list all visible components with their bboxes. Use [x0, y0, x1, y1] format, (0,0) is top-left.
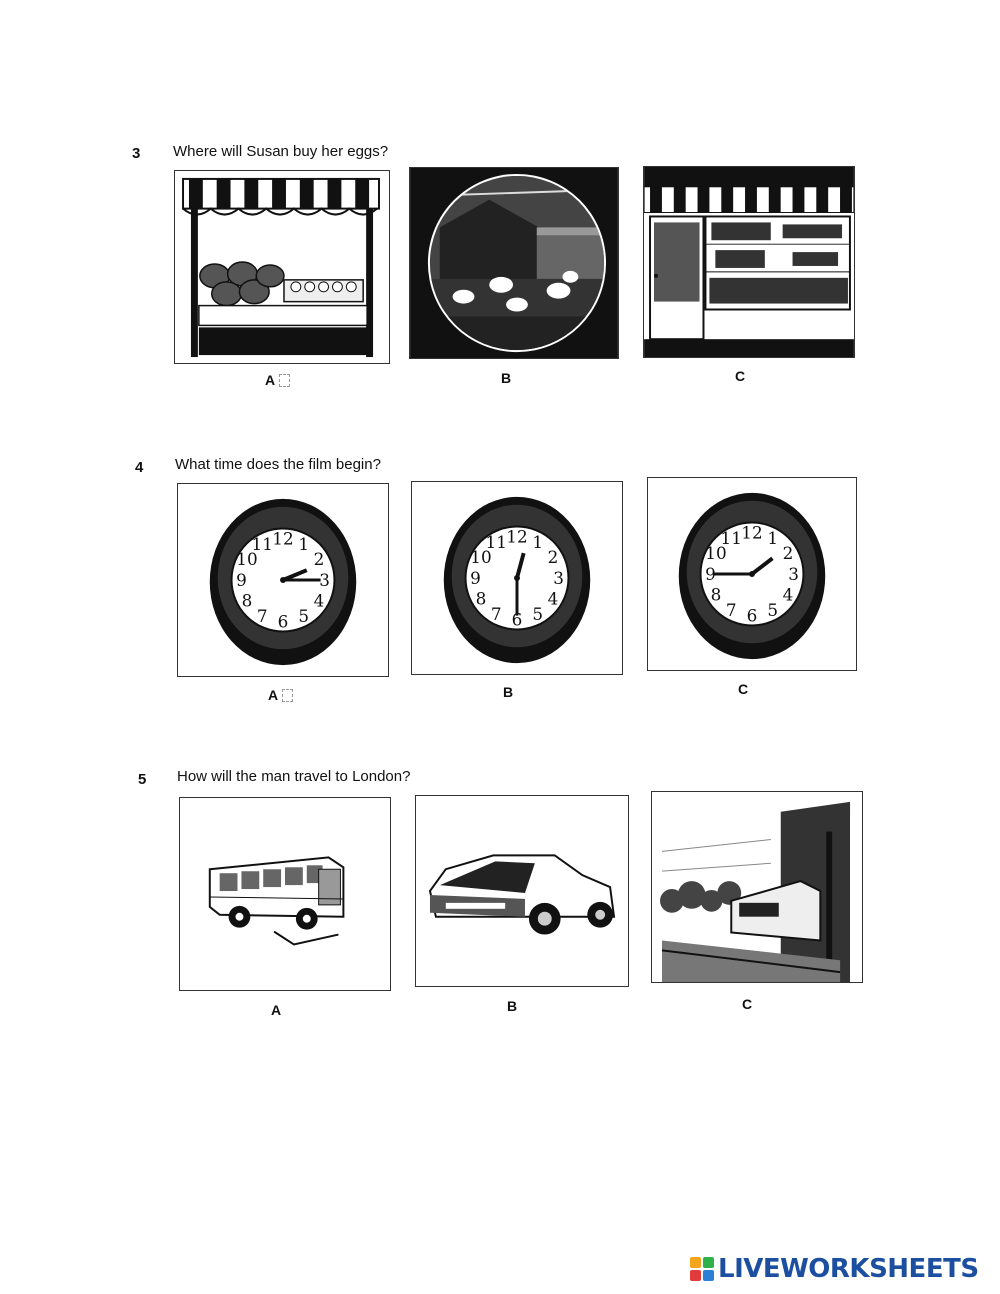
hour-hand	[515, 552, 526, 579]
option-3b-image[interactable]	[409, 167, 619, 359]
clock-numeral: 5	[298, 606, 309, 626]
logo-text: LIVEWORKSHEETS	[718, 1254, 979, 1284]
clock-numeral: 12	[741, 522, 762, 542]
question-5-text: How will the man travel to London?	[177, 768, 411, 785]
clock-numeral: 4	[783, 585, 794, 605]
clock-numeral: 12	[272, 528, 293, 548]
logo-square	[690, 1270, 701, 1281]
option-3c-image[interactable]	[643, 166, 855, 358]
clock-numeral: 12	[506, 526, 527, 546]
clock-numeral: 10	[470, 547, 491, 567]
liveworksheets-logo[interactable]: LIVEWORKSHEETS	[690, 1252, 979, 1286]
clock-numeral: 8	[476, 589, 487, 609]
hour-hand	[750, 556, 774, 576]
shop-front-icon	[644, 167, 854, 357]
clock-numeral: 9	[470, 568, 481, 588]
option-5b-label[interactable]: B	[507, 998, 517, 1014]
clock-numeral: 9	[236, 570, 247, 590]
question-4-number: 4	[135, 459, 144, 476]
clock-numeral: 2	[314, 549, 325, 569]
clock-numeral: 7	[491, 604, 502, 624]
clock-numeral: 3	[319, 570, 330, 590]
clock-numeral: 7	[726, 600, 737, 620]
option-letter: C	[738, 681, 749, 697]
clock-numeral: 6	[278, 612, 289, 632]
answer-checkbox[interactable]	[279, 373, 291, 387]
clock-numeral: 9	[705, 564, 716, 584]
option-letter: B	[507, 998, 518, 1014]
market-stall-icon	[182, 177, 380, 358]
clock-numeral: 11	[721, 528, 742, 548]
farm-chickens-icon	[410, 168, 618, 358]
clock-numeral: 2	[783, 543, 794, 563]
logo-mark-icon	[690, 1257, 714, 1281]
clock-numeral: 11	[486, 532, 507, 552]
question-5-number: 5	[138, 771, 147, 788]
option-5a-label[interactable]: A	[271, 1002, 281, 1018]
clock-numeral: 1	[532, 532, 543, 552]
option-3c-label[interactable]: C	[735, 368, 745, 384]
option-4c-label[interactable]: C	[738, 681, 748, 697]
car-icon	[428, 854, 616, 935]
answer-checkbox[interactable]	[282, 688, 294, 702]
option-4a-label[interactable]: A	[268, 687, 294, 703]
option-5b-image[interactable]	[415, 795, 629, 987]
option-3a-label[interactable]: A	[265, 372, 291, 388]
option-3a-image[interactable]	[174, 170, 390, 364]
option-letter: A	[268, 687, 279, 703]
option-3b-label[interactable]: B	[501, 370, 511, 386]
logo-square	[690, 1257, 701, 1268]
question-3-text: Where will Susan buy her eggs?	[173, 143, 389, 160]
clock-numeral: 11	[252, 534, 273, 554]
clock-numeral: 1	[298, 534, 309, 554]
clock-numeral: 2	[548, 547, 559, 567]
clock-numeral: 10	[705, 543, 726, 563]
clock-numeral: 10	[236, 549, 257, 569]
clock-numeral: 5	[767, 600, 778, 620]
clock-numeral: 7	[257, 606, 268, 626]
option-5a-image[interactable]	[179, 797, 391, 991]
option-letter: A	[265, 372, 276, 388]
option-letter: C	[742, 996, 753, 1012]
clock-numeral: 3	[788, 564, 799, 584]
clock-numeral: 8	[242, 591, 253, 611]
hour-hand	[282, 568, 308, 582]
clock-numeral: 6	[512, 610, 523, 630]
option-letter: C	[735, 368, 746, 384]
bus-icon	[208, 856, 345, 946]
option-letter: B	[503, 684, 514, 700]
question-4-text: What time does the film begin?	[175, 456, 381, 473]
clock-numeral: 4	[314, 591, 325, 611]
clock-numeral: 8	[711, 585, 722, 605]
clock-numeral: 3	[553, 568, 564, 588]
option-5c-label[interactable]: C	[742, 996, 752, 1012]
train-icon	[652, 792, 862, 982]
clock-numeral: 5	[532, 604, 543, 624]
clock-numeral: 4	[548, 589, 559, 609]
question-3-number: 3	[132, 145, 141, 162]
logo-square	[703, 1270, 714, 1281]
clock-numeral: 6	[747, 606, 758, 626]
option-4b-label[interactable]: B	[503, 684, 513, 700]
logo-square	[703, 1257, 714, 1268]
option-5c-image[interactable]	[651, 791, 863, 983]
option-letter: B	[501, 370, 512, 386]
clock-numeral: 1	[767, 528, 778, 548]
option-letter: A	[271, 1002, 282, 1018]
